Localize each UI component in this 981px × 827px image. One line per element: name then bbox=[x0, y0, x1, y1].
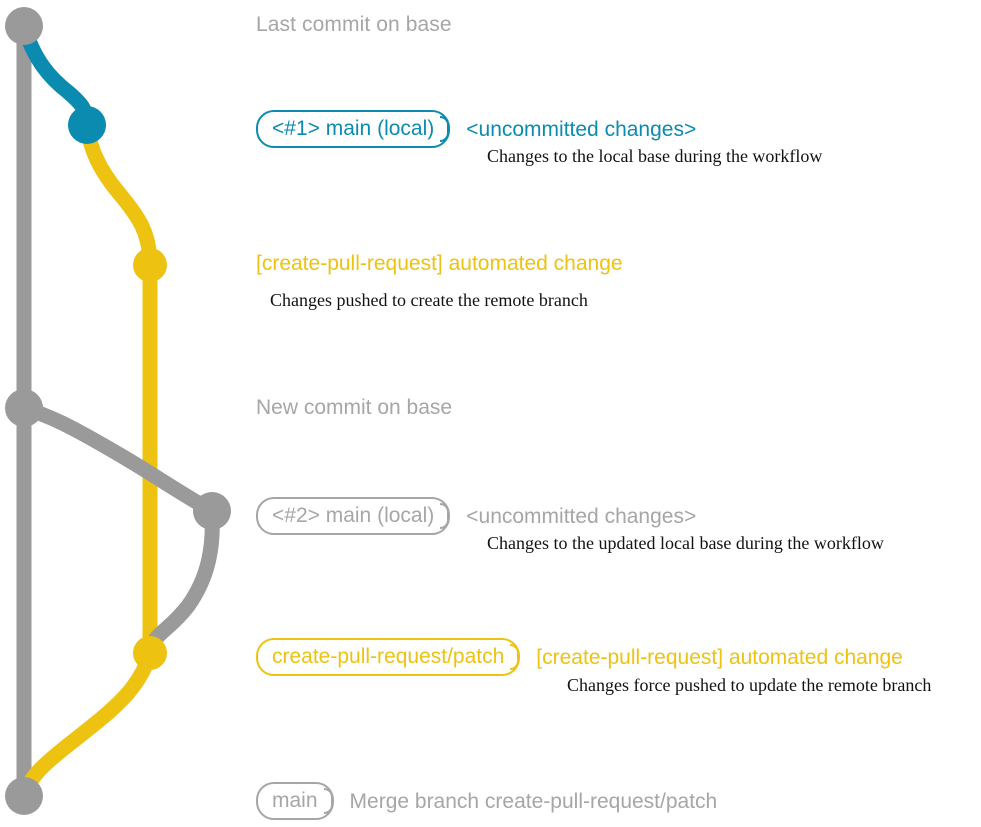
commit-message-automated-change-2: [create-pull-request] automated change bbox=[536, 645, 903, 669]
entry-commit-local-1: <#1> main (local) <uncommitted changes> bbox=[256, 110, 696, 148]
edge-local-1-to-automated-1 bbox=[79, 117, 158, 273]
commit-caption-local-1: Changes to the local base during the wor… bbox=[487, 146, 823, 166]
edge-local-2-to-automated-2 bbox=[142, 503, 220, 661]
entry-new-commit-on-base: New commit on base bbox=[256, 397, 452, 418]
entry-commit-merge: main Merge branch create-pull-request/pa… bbox=[256, 782, 717, 820]
branch-badge-local-1[interactable]: <#1> main (local) bbox=[256, 110, 451, 148]
node-automated-change-2 bbox=[133, 636, 167, 670]
commit-message-local-1: <uncommitted changes> bbox=[466, 117, 697, 141]
branch-badge-main[interactable]: main bbox=[256, 782, 334, 820]
node-base-last-commit bbox=[5, 7, 43, 45]
branch-badge-local-2[interactable]: <#2> main (local) bbox=[256, 497, 451, 535]
entry-commit-local-2: <#2> main (local) <uncommitted changes> bbox=[256, 497, 696, 535]
commit-message-new-commit-on-base: New commit on base bbox=[256, 396, 453, 419]
edge-base-to-local-2 bbox=[16, 400, 220, 519]
commit-message-automated-change-1: [create-pull-request] automated change bbox=[256, 252, 623, 275]
node-base-new-commit bbox=[5, 389, 43, 427]
edge-automated-2-to-merge bbox=[16, 645, 158, 804]
commit-message-merge: Merge branch create-pull-request/patch bbox=[349, 789, 718, 813]
commit-caption-local-2: Changes to the updated local base during… bbox=[487, 533, 884, 553]
node-local-1 bbox=[68, 106, 106, 144]
commit-caption-automated-change-1: Changes pushed to create the remote bran… bbox=[270, 290, 588, 310]
node-local-2 bbox=[193, 492, 231, 530]
commit-message-local-2: <uncommitted changes> bbox=[466, 504, 697, 528]
entry-automated-change-2: create-pull-request/patch [create-pull-r… bbox=[256, 638, 903, 676]
commit-caption-automated-change-2: Changes force pushed to update the remot… bbox=[567, 675, 932, 695]
entry-last-commit-on-base: Last commit on base bbox=[256, 14, 452, 35]
commit-message-last-commit-on-base: Last commit on base bbox=[256, 13, 452, 36]
node-merge bbox=[5, 777, 43, 815]
entry-automated-change-1: [create-pull-request] automated change bbox=[256, 253, 623, 274]
branch-badge-create-pull-request-patch[interactable]: create-pull-request/patch bbox=[256, 638, 521, 676]
node-automated-change-1 bbox=[133, 248, 167, 282]
